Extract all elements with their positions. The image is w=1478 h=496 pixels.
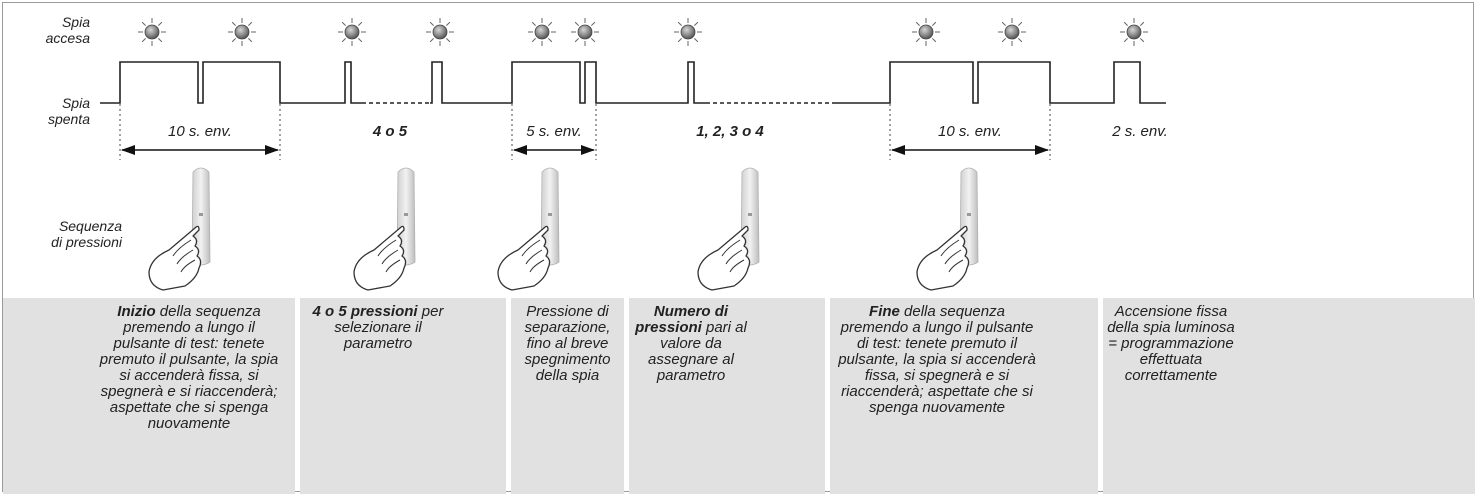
led-7-icon xyxy=(674,18,702,46)
led-10-icon xyxy=(1120,18,1148,46)
diagram-canvas xyxy=(100,18,1166,291)
step-4-lead: Numero di pressioni xyxy=(635,303,729,336)
remote-press-4-icon xyxy=(697,167,760,291)
led-4-icon xyxy=(426,18,454,46)
led-1-icon xyxy=(138,18,166,46)
step-panel-3: Pressione di separazione, fino al breve … xyxy=(511,298,624,494)
step-2-text: per selezionare il parametro xyxy=(334,303,444,352)
duration-label-1: 10 s. env. xyxy=(168,123,232,140)
step-3-text: Pressione di separazione, fino al breve … xyxy=(524,303,611,384)
remote-press-3-icon xyxy=(497,167,560,291)
duration-label-4: 1, 2, 3 o 4 xyxy=(696,123,764,140)
guide-lines xyxy=(119,104,1051,160)
step-panel-6: Accensione fissa della spia luminosa = p… xyxy=(1103,298,1475,494)
led-indicators xyxy=(138,18,1148,46)
duration-label-2: 4 o 5 xyxy=(372,123,408,140)
step-panel-4: Numero di pressioni pari al valore da as… xyxy=(629,298,825,494)
remote-presses xyxy=(148,167,979,291)
duration-label-6: 2 s. env. xyxy=(1112,123,1168,140)
led-3-icon xyxy=(338,18,366,46)
led-9-icon xyxy=(998,18,1026,46)
duration-label-5: 10 s. env. xyxy=(938,123,1002,140)
step-panel-2: 4 o 5 pressioni per selezionare il param… xyxy=(300,298,506,494)
step-4-text: pari al valore da assegnare al parametro xyxy=(648,319,747,384)
step-panel-5: Fine della sequenza premendo a lungo il … xyxy=(830,298,1098,494)
led-2-icon xyxy=(228,18,256,46)
step-2-lead: 4 o 5 pressioni xyxy=(312,303,418,320)
step-5-text: della sequenza premendo a lungo il pulsa… xyxy=(838,303,1036,416)
led-8-icon xyxy=(912,18,940,46)
duration-label-3: 5 s. env. xyxy=(526,123,582,140)
label-press-sequence: Sequenza di pressioni xyxy=(51,218,122,250)
led-5-icon xyxy=(528,18,556,46)
step-1-text: della sequenza premendo a lungo il pulsa… xyxy=(99,303,279,432)
remote-press-1-icon xyxy=(148,167,211,291)
led-6-icon xyxy=(571,18,599,46)
remote-press-5-icon xyxy=(916,167,979,291)
signal-waveform xyxy=(100,61,1166,104)
step-1-lead: Inizio xyxy=(117,303,156,320)
step-5-lead: Fine xyxy=(869,303,900,320)
step-6-text: Accensione fissa della spia luminosa = p… xyxy=(1107,303,1235,384)
remote-press-2-icon xyxy=(353,167,416,291)
label-led-off: Spia spenta xyxy=(47,95,90,127)
label-led-on: Spia accesa xyxy=(45,14,90,46)
step-panel-1: Inizio della sequenza premendo a lungo i… xyxy=(3,298,295,494)
